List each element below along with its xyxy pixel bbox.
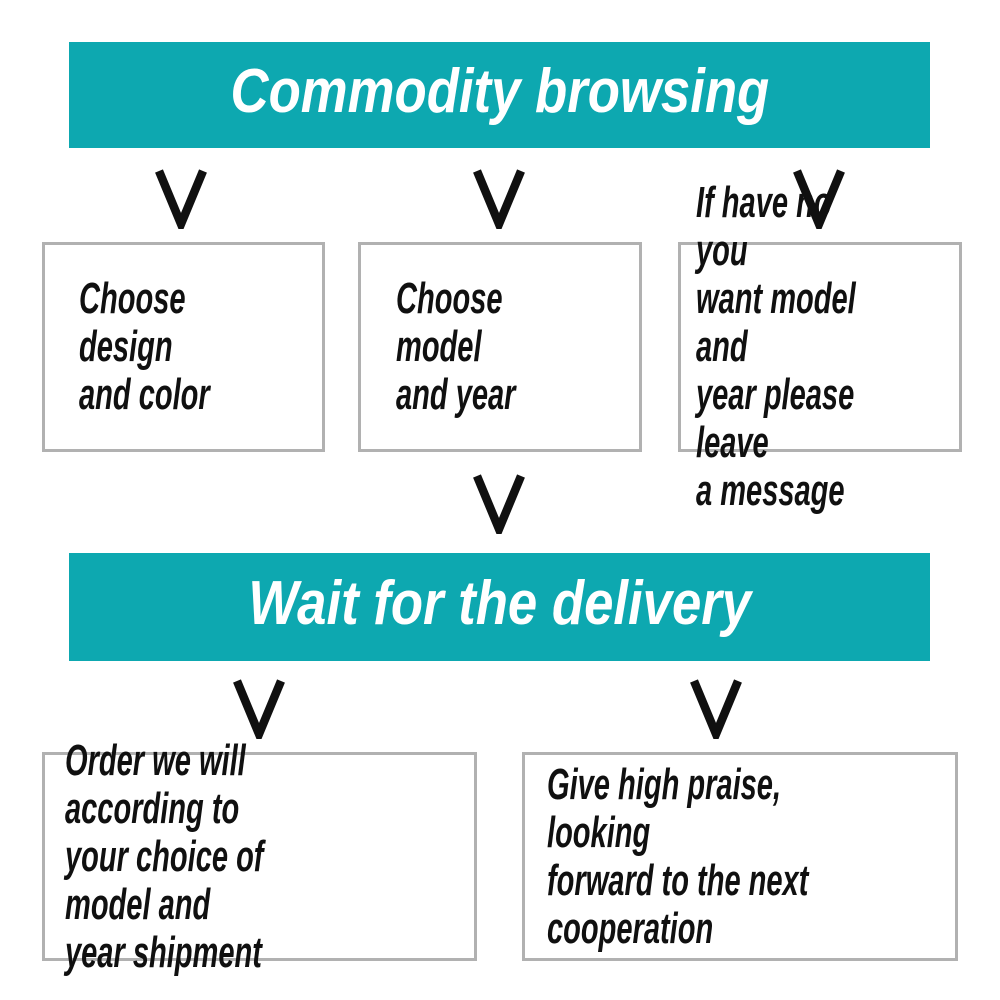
banner-commodity-browsing: Commodity browsing [69, 42, 930, 148]
step-box-choose-design-color: Choose design and color [42, 242, 325, 452]
down-arrow-icon [687, 677, 745, 739]
banner-wait-for-delivery: Wait for the delivery [69, 553, 930, 661]
step-text: If have no you want model and year pleas… [696, 178, 856, 515]
down-arrow-icon [230, 677, 288, 739]
down-arrow-icon [152, 167, 210, 229]
step-box-choose-model-year: Choose model and year [358, 242, 642, 452]
step-text: Choose model and year [396, 274, 516, 419]
step-text: Order we will according to your choice o… [65, 735, 264, 977]
down-arrow-icon [470, 472, 528, 534]
step-text: Give high praise, looking forward to the… [547, 759, 809, 953]
step-box-order-shipment: Order we will according to your choice o… [42, 736, 477, 976]
banner-wait-for-delivery-label: Wait for the delivery [248, 569, 751, 638]
down-arrow-icon [470, 167, 528, 229]
step-text: Choose design and color [79, 274, 210, 419]
down-arrow-icon [790, 167, 848, 229]
step-box-leave-message: If have no you want model and year pleas… [678, 179, 962, 515]
banner-commodity-browsing-label: Commodity browsing [230, 57, 769, 126]
step-box-give-praise: Give high praise, looking forward to the… [522, 752, 958, 961]
